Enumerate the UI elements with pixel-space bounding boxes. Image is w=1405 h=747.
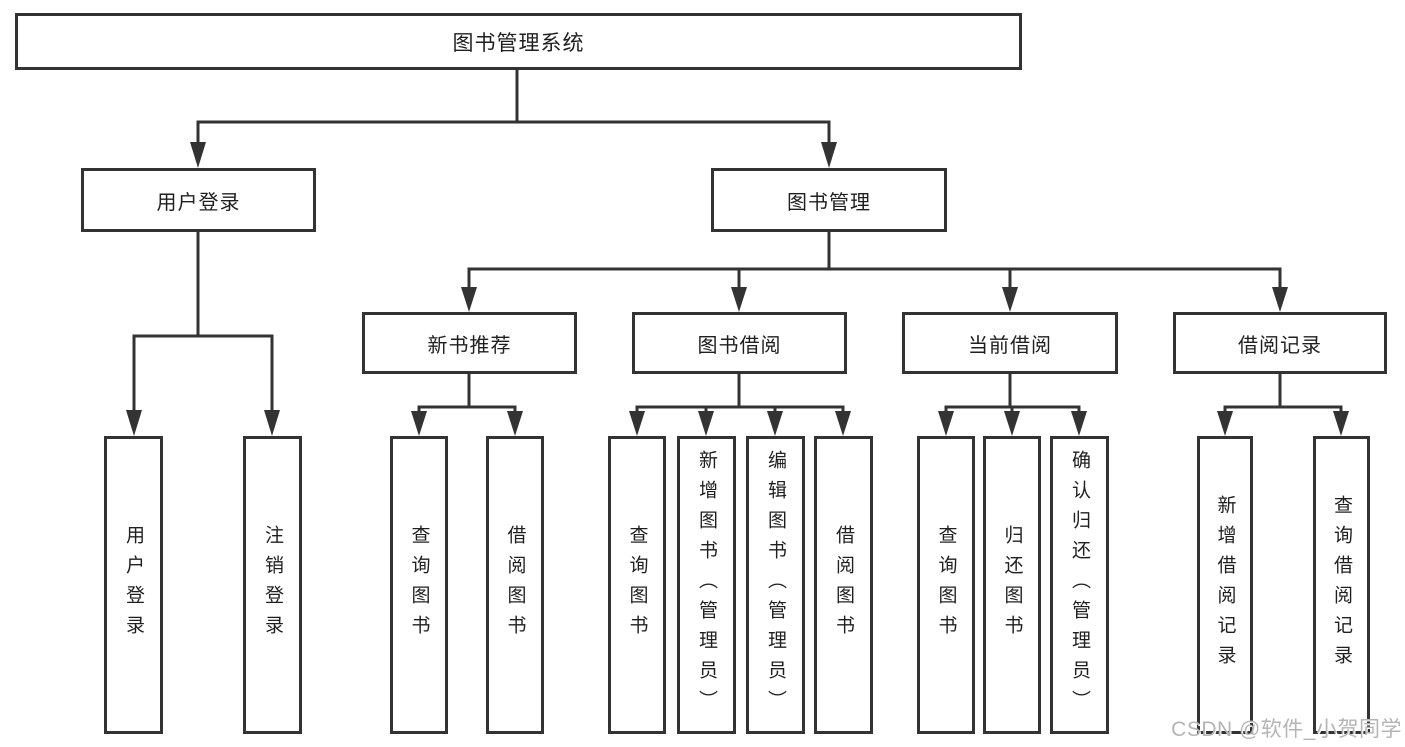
node-label: 新增借阅记录 (1214, 495, 1236, 675)
leaf-add-borrow-record: 新增借阅记录 (1197, 436, 1253, 734)
node-label: 查询图书 (935, 525, 957, 645)
node-label: 图书借阅 (697, 334, 782, 357)
leaf-borrow-books: 借阅图书 (814, 436, 873, 734)
leaf-confirm-return-admin: 确认归还（管理员） (1050, 436, 1109, 734)
node-label: 借阅图书 (504, 525, 526, 645)
node-label: 用户登录 (123, 525, 144, 645)
leaf-borrow-books-recommend: 借阅图书 (486, 436, 544, 734)
node-label: 当前借阅 (968, 334, 1052, 357)
leaf-query-books-borrowing: 查询图书 (608, 436, 666, 734)
node-label: 图书管理系统 (452, 31, 585, 55)
node-label: 借阅图书 (833, 525, 854, 645)
node-label: 用户登录 (156, 191, 241, 214)
node-label: 图书管理 (787, 191, 871, 214)
leaf-add-books-admin: 新增图书（管理员） (677, 436, 736, 734)
node-label: 查询图书 (626, 525, 648, 645)
node-label: 归还图书 (1001, 525, 1023, 645)
node-label: 新增图书（管理员） (696, 450, 717, 720)
node-new-book-recommendation: 新书推荐 (362, 312, 577, 374)
leaf-query-books-current: 查询图书 (917, 436, 975, 734)
leaf-logout: 注销登录 (243, 436, 302, 734)
node-current-borrowing: 当前借阅 (902, 312, 1118, 374)
node-label: 查询借阅记录 (1331, 495, 1352, 675)
node-book-borrowing: 图书借阅 (632, 312, 847, 374)
node-label: 确认归还（管理员） (1069, 450, 1090, 720)
node-library-management-system: 图书管理系统 (15, 13, 1022, 70)
node-label: 注销登录 (262, 525, 283, 645)
node-book-management: 图书管理 (711, 168, 947, 232)
node-borrowing-records: 借阅记录 (1173, 312, 1387, 374)
node-label: 新书推荐 (427, 334, 512, 357)
node-user-login: 用户登录 (81, 168, 316, 232)
node-label: 查询图书 (408, 525, 430, 645)
leaf-query-books-recommend: 查询图书 (390, 436, 448, 734)
leaf-user-login: 用户登录 (104, 436, 163, 734)
leaf-query-borrow-record: 查询借阅记录 (1313, 436, 1370, 734)
leaf-edit-books-admin: 编辑图书（管理员） (746, 436, 805, 734)
watermark-text: CSDN @软件_小贺同学 (1171, 718, 1402, 741)
node-label: 借阅记录 (1238, 334, 1322, 357)
leaf-return-books: 归还图书 (983, 436, 1041, 734)
node-label: 编辑图书（管理员） (765, 450, 786, 720)
